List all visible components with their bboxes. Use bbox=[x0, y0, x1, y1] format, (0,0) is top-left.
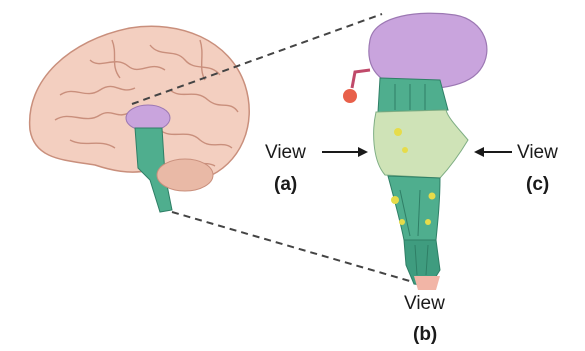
label-view-b: View bbox=[404, 294, 445, 313]
label-letter-b: (b) bbox=[413, 325, 437, 344]
label-view-c: View bbox=[517, 143, 558, 162]
pituitary bbox=[343, 89, 357, 103]
diencephalon-small bbox=[126, 105, 170, 131]
label-view-a: View bbox=[265, 143, 306, 162]
label-letter-a: (a) bbox=[274, 175, 297, 194]
infundibulum bbox=[352, 70, 370, 88]
diencephalon-large bbox=[369, 13, 487, 88]
label-letter-c: (c) bbox=[526, 175, 549, 194]
pons bbox=[374, 110, 468, 178]
cord-cut-end bbox=[414, 276, 440, 290]
midbrain bbox=[378, 78, 448, 112]
medulla bbox=[388, 176, 440, 240]
cerebellum-small bbox=[157, 159, 213, 191]
whole-brain bbox=[30, 26, 250, 212]
